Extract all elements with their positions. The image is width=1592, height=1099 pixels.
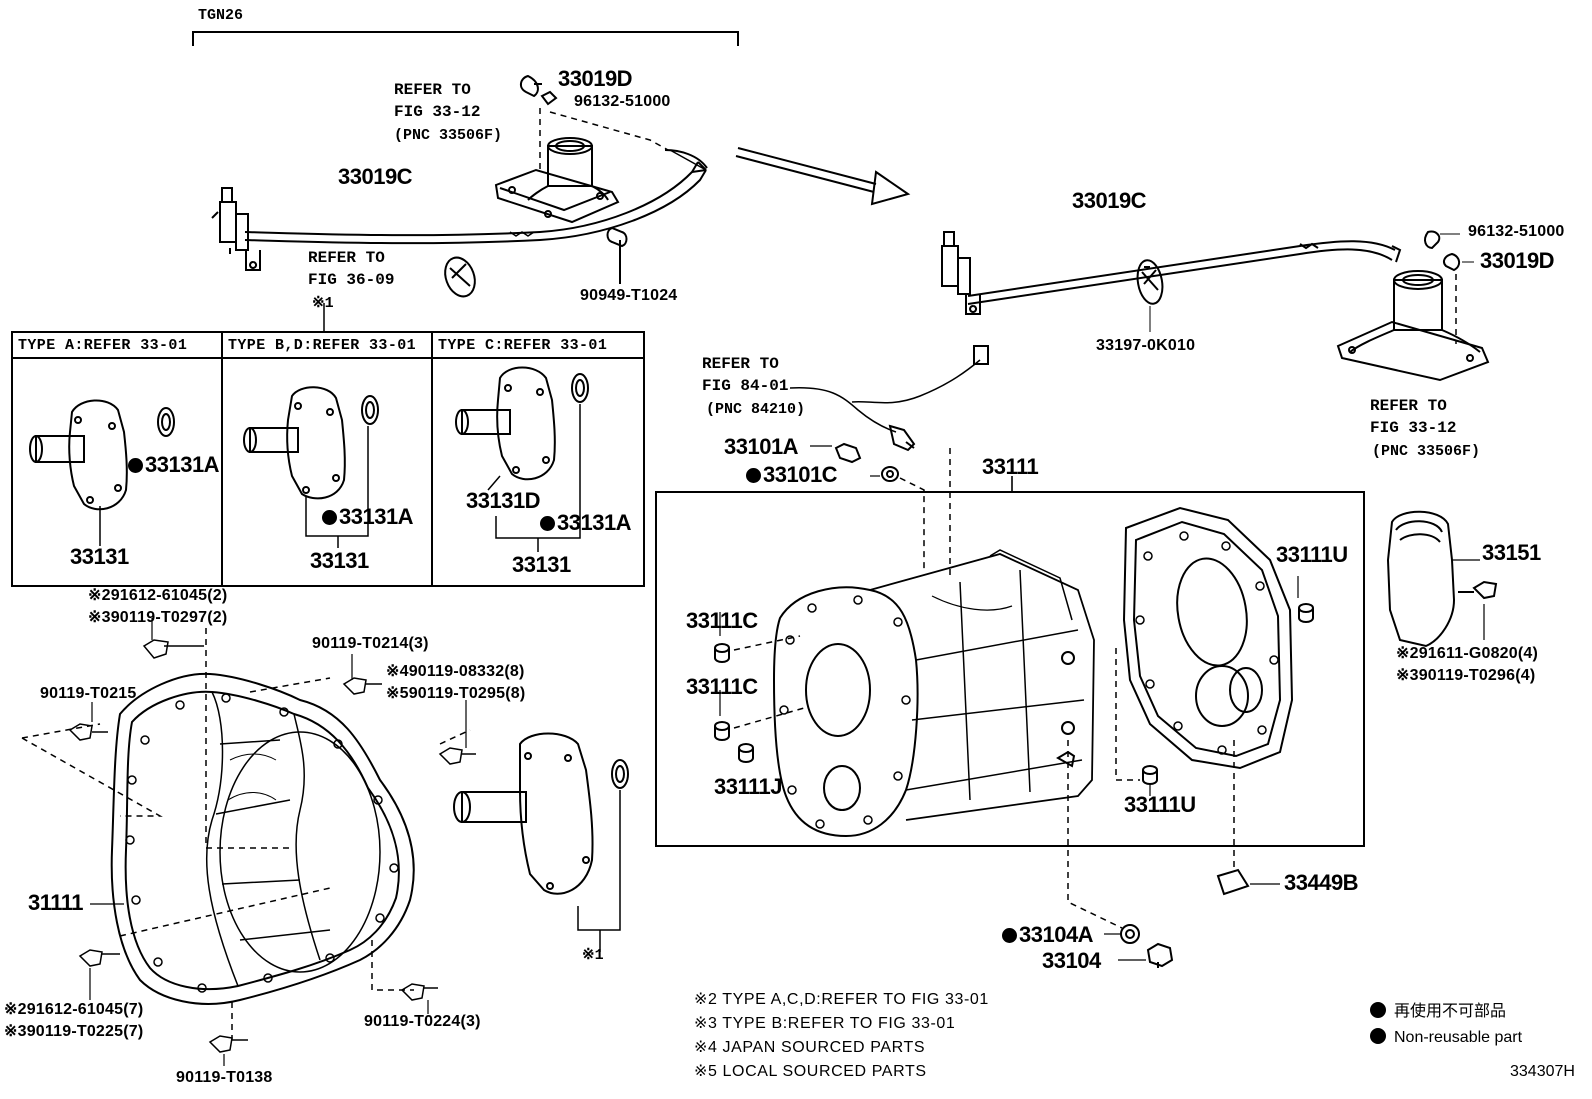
type-a-header: TYPE A:REFER 33-01 [18,337,188,354]
part-96132-51000-right: 96132-51000 [1468,223,1565,240]
footnote-5: ※5 LOCAL SOURCED PARTS [694,1063,927,1080]
refer-right-line3: (PNC 33506F) [1372,443,1481,460]
part-33131D: 33131D [466,488,541,513]
part-33131A-c: 33131A [540,512,632,534]
legend-jp: 再使用不可部品 [1370,1002,1506,1019]
footnote-4: ※4 JAPAN SOURCED PARTS [694,1039,926,1056]
part-390119-T0296: ※390119-T0296(4) [1396,667,1536,684]
part-33111C-1: 33111C [686,608,758,633]
note-mark-1: ※1 [312,295,334,312]
part-291612-61045-bot: ※291612-61045(7) [4,1001,144,1018]
part-33131-c: 33131 [512,552,571,577]
footnote-2: ※2 TYPE A,C,D:REFER TO FIG 33-01 [694,991,989,1008]
legend-en: Non-reusable part [1370,1028,1522,1046]
part-33101C: 33101C [746,464,838,486]
part-33131-a: 33131 [70,544,129,569]
legend-dot-icon [1370,1002,1386,1018]
part-90949-T1024: 90949-T1024 [580,287,678,304]
refer-3609-line1: REFER TO [308,249,385,267]
part-33104A: 33104A [1002,924,1094,946]
refer-8401-line1: REFER TO [702,355,779,373]
part-390119-T0297: ※390119-T0297(2) [88,609,228,626]
part-291612-61045-top: ※291612-61045(2) [88,587,228,604]
part-33111J: 33111J [714,774,782,799]
part-390119-T0225: ※390119-T0225(7) [4,1023,144,1040]
part-590119-T0295: ※590119-T0295(8) [386,685,526,702]
part-291611-G0820: ※291611-G0820(4) [1396,645,1539,662]
refer-line3: (PNC 33506F) [394,127,503,144]
legend-dot-icon-2 [1370,1028,1386,1044]
part-33131A-a: 33131A [128,454,220,476]
part-33131A-b: 33131A [322,506,414,528]
part-33111U-1: 33111U [1276,542,1348,567]
refer-right-line1: REFER TO [1370,397,1447,415]
part-33019C-right: 33019C [1072,188,1147,213]
variant-label: TGN26 [198,7,244,24]
part-33101A: 33101A [724,434,799,459]
part-33111U-2: 33111U [1124,792,1196,817]
part-33151: 33151 [1482,540,1541,565]
footnote-3: ※3 TYPE B:REFER TO FIG 33-01 [694,1015,956,1032]
part-90119-T0214: 90119-T0214(3) [312,635,429,652]
part-90119-T0215: 90119-T0215 [40,685,137,702]
type-c-header: TYPE C:REFER 33-01 [438,337,608,354]
part-90119-T0138: 90119-T0138 [176,1069,273,1086]
refer-8401-line3: (PNC 84210) [706,401,806,418]
part-33131-b: 33131 [310,548,369,573]
type-bd-header: TYPE B,D:REFER 33-01 [228,337,417,354]
part-490119-08332: ※490119-08332(8) [386,663,525,680]
note-mark-1-bottom: ※1 [582,947,604,964]
part-33111C-2: 33111C [686,674,758,699]
part-33449B: 33449B [1284,870,1359,895]
part-33019C: 33019C [338,164,413,189]
part-33104: 33104 [1042,948,1101,973]
refer-line1: REFER TO [394,81,471,99]
refer-3609-line2: FIG 36-09 [308,271,395,289]
figure-code: 334307H [1510,1063,1575,1080]
refer-line2: FIG 33-12 [394,103,481,121]
part-33197-0K010: 33197-0K010 [1096,337,1196,354]
part-33019D-right: 33019D [1480,248,1555,273]
refer-right-line2: FIG 33-12 [1370,419,1457,437]
refer-8401-line2: FIG 84-01 [702,377,789,395]
part-96132-51000: 96132-51000 [574,93,671,110]
part-31111: 31111 [28,890,84,915]
legend-en-text: Non-reusable part [1394,1029,1523,1046]
part-33111: 33111 [982,454,1039,479]
part-33019D: 33019D [558,66,633,91]
part-90119-T0224: 90119-T0224(3) [364,1013,481,1030]
legend-jp-text: 再使用不可部品 [1394,1001,1507,1020]
